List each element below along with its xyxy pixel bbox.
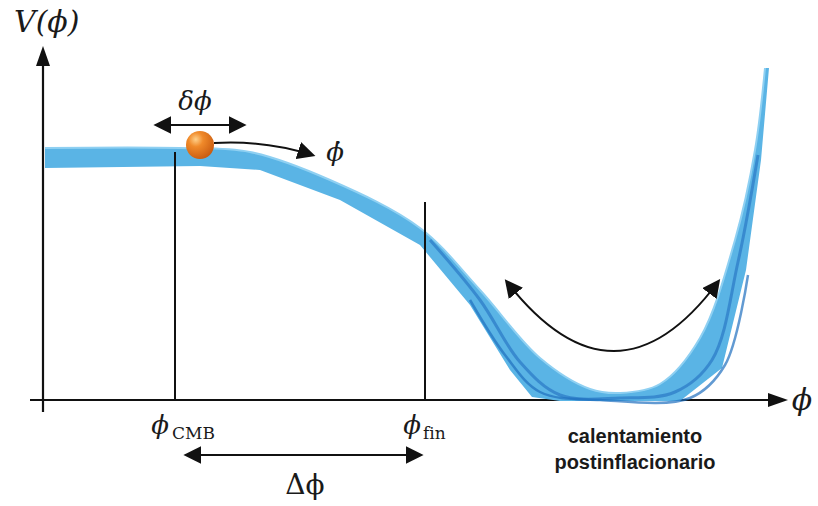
band-fill xyxy=(45,68,769,401)
velocity-label: ϕ̇ xyxy=(326,139,344,165)
velocity-arrow xyxy=(214,143,312,156)
field-symbol: ϕ xyxy=(403,412,421,438)
band-streak xyxy=(430,155,758,399)
end-marker xyxy=(424,202,426,400)
inflaton-ball xyxy=(186,131,214,159)
band-streak xyxy=(470,275,748,403)
oscillation-arrow xyxy=(507,282,718,351)
band-edge xyxy=(45,68,765,393)
y-axis-head xyxy=(36,46,50,66)
reheating-note: calentamiento postinflacionario xyxy=(540,423,730,475)
field-subscript: CMB xyxy=(172,425,215,442)
axis-label: V(ϕ) xyxy=(14,7,80,37)
fluctuation-arrow xyxy=(157,124,243,126)
field-subscript: fin xyxy=(423,425,446,442)
fluctuation-label: δϕ xyxy=(178,88,211,114)
cmb-marker xyxy=(174,152,176,400)
excursion-arrow xyxy=(187,454,420,456)
x-axis-head xyxy=(768,393,788,407)
field-symbol: ϕ xyxy=(151,412,169,438)
potential-band xyxy=(45,68,769,403)
y-axis xyxy=(42,62,44,412)
axis-label: ϕ xyxy=(792,385,812,415)
excursion-label: Δϕ xyxy=(285,471,324,499)
